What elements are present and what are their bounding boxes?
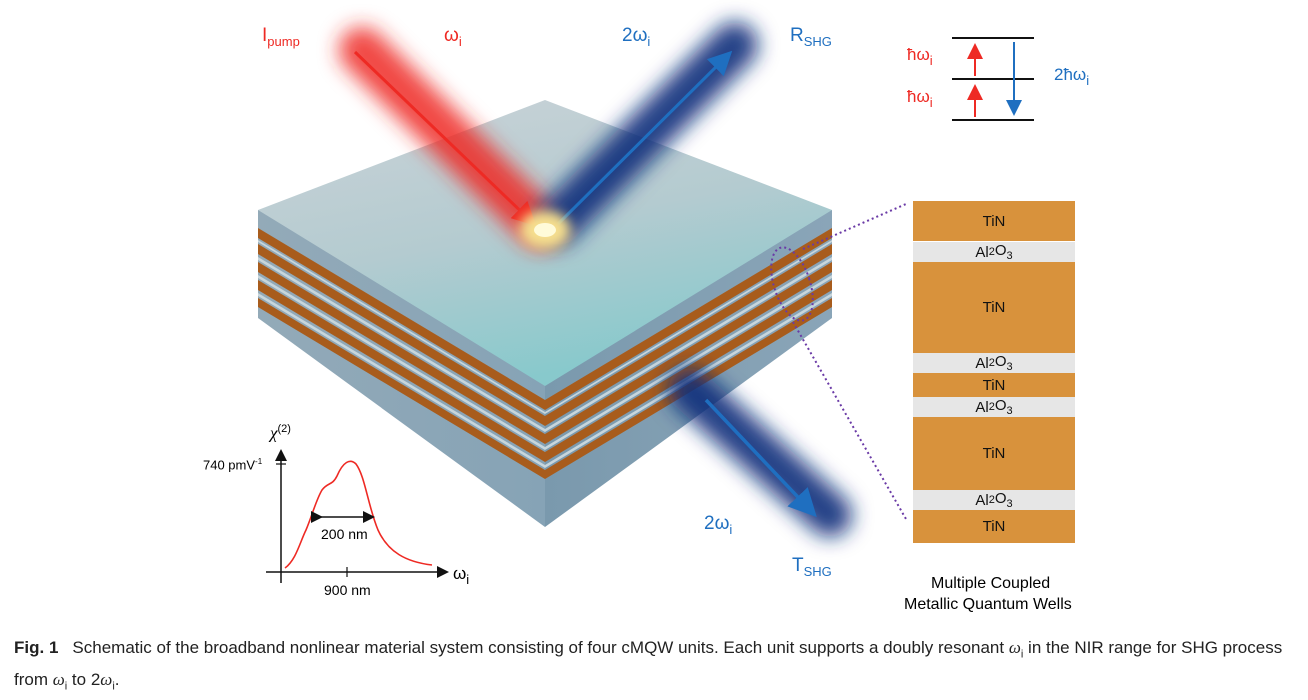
caption-text-1: Schematic of the broadband nonlinear mat… xyxy=(72,638,1009,657)
caption-text-3: to 2 xyxy=(67,670,101,690)
emission-sub: i xyxy=(1086,73,1090,88)
caption-omega-2: ω xyxy=(52,670,65,690)
transmitted-freq-main: 2ω xyxy=(704,513,730,534)
emission-energy-label: 2ħωi xyxy=(1054,66,1089,87)
energy-level-diagram xyxy=(952,37,1034,121)
pump-label-sub: pump xyxy=(267,34,300,49)
transmitted-shg-sub: SHG xyxy=(803,564,832,579)
susceptibility-plot xyxy=(266,449,449,583)
omega-axis-sub: i xyxy=(466,572,470,587)
layer-label-sub: 2 xyxy=(988,494,995,506)
layer-label-tail: O3 xyxy=(995,490,1013,510)
photon-upper-sub: i xyxy=(929,53,933,68)
layer-label-oxygen-sub: 3 xyxy=(1006,498,1013,510)
layer-label: Al xyxy=(975,398,989,416)
chi2-spectrum-curve xyxy=(284,460,433,569)
focal-spot xyxy=(534,223,556,237)
transmitted-shg-label: TSHG xyxy=(792,556,832,578)
pump-arrow xyxy=(353,50,537,227)
layer-label: TiN xyxy=(982,445,1006,462)
layer-tin: TiN xyxy=(913,262,1075,353)
zoom-line-top xyxy=(802,203,907,250)
layer-tin: TiN xyxy=(913,201,1075,241)
reflected-shg-main: R xyxy=(790,25,804,46)
pump-label-main: I xyxy=(262,25,268,46)
emission-main: 2ħω xyxy=(1054,65,1087,84)
chi2-main: χ xyxy=(270,423,278,443)
reflected-freq-sub: i xyxy=(647,34,651,49)
xtick-label: 900 nm xyxy=(324,582,371,598)
layer-label-sub: 2 xyxy=(988,401,995,413)
fwhm-label: 200 nm xyxy=(321,526,368,542)
omega-axis-label: ωi xyxy=(453,565,469,586)
omega-axis-main: ω xyxy=(453,564,467,583)
photon-energy-upper: ħωi xyxy=(907,46,933,67)
caption-omega-1-sub: i xyxy=(1020,648,1024,661)
layer-label: TiN xyxy=(982,212,1006,230)
reflected-freq-main: 2ω xyxy=(622,25,648,46)
layer-label: Al xyxy=(975,491,989,509)
layer-label-oxygen: O xyxy=(994,490,1007,507)
layer-label-oxygen: O xyxy=(994,242,1007,259)
layer-label-tail: O3 xyxy=(995,353,1013,373)
slab-layers-left xyxy=(258,228,545,479)
peak-value-sup: -1 xyxy=(255,457,263,466)
photon-energy-lower: ħωi xyxy=(907,88,933,109)
layer-label-sub: 2 xyxy=(988,246,995,258)
caption-label: Fig. 1 xyxy=(14,638,59,657)
slab-layers-right xyxy=(545,228,832,479)
layer-label-oxygen-sub: 3 xyxy=(1006,405,1013,417)
stack-title-line2: Metallic Quantum Wells xyxy=(904,596,1072,613)
layer-label: TiN xyxy=(982,299,1006,316)
incident-freq-main: ω xyxy=(444,25,459,46)
layer-label: TiN xyxy=(982,518,1006,535)
layer-label-oxygen-sub: 3 xyxy=(1006,361,1013,373)
incident-freq-sub: i xyxy=(458,34,462,49)
layer-label: Al xyxy=(975,354,989,372)
layer-label: TiN xyxy=(982,376,1006,394)
photon-upper-main: ħω xyxy=(907,45,930,64)
layer-label-oxygen: O xyxy=(994,353,1007,370)
transmitted-shg-main: T xyxy=(792,555,804,576)
transmitted-freq-label: 2ωi xyxy=(704,514,732,536)
incident-freq-label: ωi xyxy=(444,26,462,48)
transmitted-beam-glow xyxy=(668,368,852,537)
stack-title-line1: Multiple Coupled xyxy=(931,575,1051,592)
peak-value-label: 740 pmV-1 xyxy=(203,457,263,473)
layer-label-oxygen: O xyxy=(994,397,1007,414)
reflected-shg-sub: SHG xyxy=(803,34,832,49)
layer-label: Al xyxy=(975,243,989,261)
reflected-arrow xyxy=(556,50,733,226)
reflected-beam-glow xyxy=(535,22,758,245)
layer-label-tail: O3 xyxy=(995,397,1013,417)
pump-label: Ipump xyxy=(262,26,300,48)
layer-tin: TiN xyxy=(913,417,1075,490)
layer-label-tail: O3 xyxy=(995,242,1013,262)
chi2-axis-label: χ(2) xyxy=(270,424,291,442)
chi2-sup: (2) xyxy=(277,423,291,435)
peak-value-main: 740 pmV xyxy=(203,457,256,473)
caption-omega-3: ω xyxy=(100,670,113,690)
reflected-shg-label: RSHG xyxy=(790,26,832,48)
layer-tin: TiN xyxy=(913,373,1075,397)
caption-omega-1: ω xyxy=(1008,638,1021,657)
caption-text-4: . xyxy=(114,670,120,690)
transmitted-arrow xyxy=(704,398,817,518)
photon-lower-sub: i xyxy=(929,95,933,110)
caption-text-2: in the NIR range for SHG process from xyxy=(14,638,1283,690)
pump-beam-glow xyxy=(339,27,563,249)
reflected-freq-label: 2ωi xyxy=(622,26,650,48)
layer-tin: TiN xyxy=(913,510,1075,543)
layer-label-sub: 2 xyxy=(988,357,995,369)
photon-lower-main: ħω xyxy=(907,87,930,106)
figure-caption: Fig. 1 Schematic of the broadband nonline… xyxy=(14,635,1299,700)
zoom-region-marker xyxy=(770,246,814,322)
transmitted-freq-sub: i xyxy=(729,522,733,537)
layer-label-oxygen-sub: 3 xyxy=(1006,250,1013,262)
